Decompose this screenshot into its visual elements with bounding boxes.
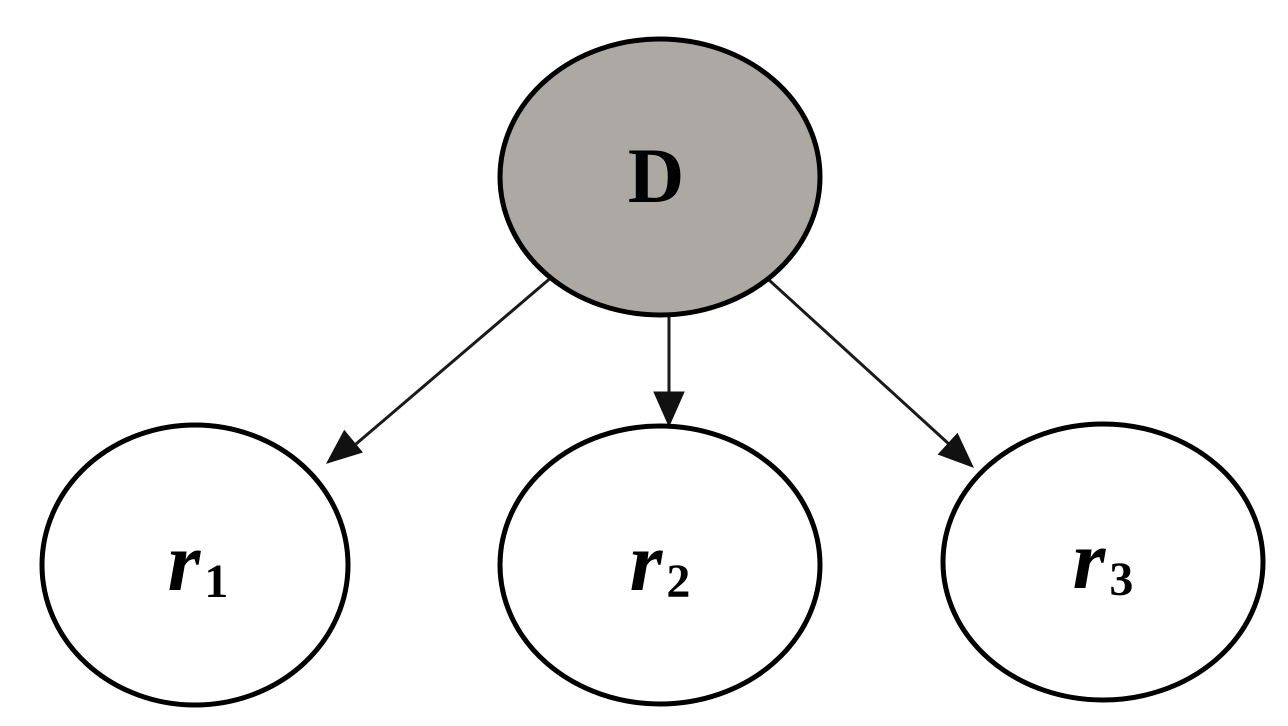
node-r2-label: r 2 — [630, 516, 691, 609]
node-r3-ellipse — [940, 421, 1266, 703]
edge-D-r1 — [325, 268, 561, 464]
node-D-ellipse — [497, 36, 823, 318]
arrowhead-icon — [653, 391, 685, 428]
node-D: D — [497, 36, 823, 318]
node-r1: r 1 — [39, 422, 351, 708]
arrowhead-icon — [325, 429, 363, 464]
node-r1-label-main: r — [168, 516, 202, 609]
edge-line-D-r3 — [756, 268, 952, 447]
arrowhead-icon — [937, 432, 974, 468]
node-r1-label: r 1 — [168, 516, 229, 609]
node-r2-label-main: r — [630, 516, 664, 609]
node-r3-label: r 3 — [1073, 514, 1134, 607]
edge-D-r2 — [653, 300, 685, 428]
node-r2: r 2 — [497, 423, 823, 707]
node-r1-ellipse — [39, 422, 351, 708]
node-r2-label-subscript: 2 — [666, 555, 690, 608]
node-r1-label-subscript: 1 — [204, 555, 228, 608]
edge-D-r3 — [756, 268, 974, 468]
node-r3: r 3 — [940, 421, 1266, 703]
edge-line-D-r1 — [355, 268, 561, 446]
node-r3-label-subscript: 3 — [1109, 553, 1133, 606]
node-r3-label-main: r — [1073, 514, 1107, 607]
node-r2-ellipse — [497, 423, 823, 707]
node-D-label: D — [628, 132, 684, 219]
